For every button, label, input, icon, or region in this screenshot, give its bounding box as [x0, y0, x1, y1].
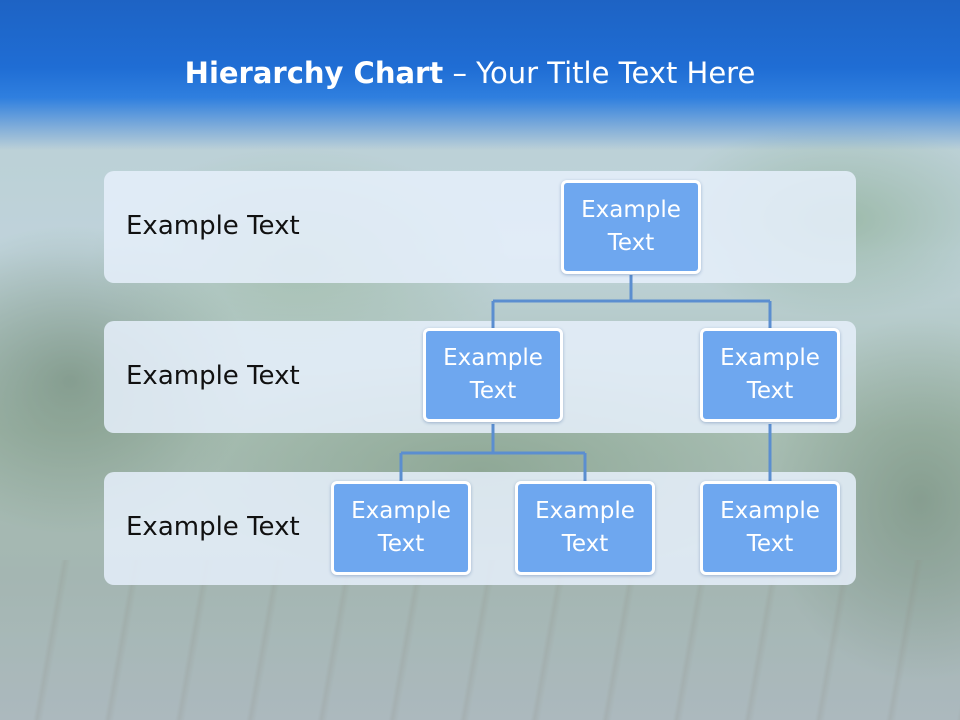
node-text-line2: Text [377, 531, 425, 557]
level-label-2: Example Text [126, 361, 300, 391]
level-band-1: Example Text [104, 171, 856, 283]
title-bold: Hierarchy Chart [184, 56, 444, 90]
connector-root-children [491, 275, 772, 328]
node-text-line1: Example [581, 197, 681, 223]
node-text-line2: Text [469, 378, 517, 404]
node-text-line1: Example [720, 345, 820, 371]
slide-title: Hierarchy Chart – Your Title Text Here [0, 56, 940, 90]
node-text-line2: Text [746, 531, 794, 557]
node-text-line2: Text [561, 531, 609, 557]
node-text-line1: Example [351, 498, 451, 524]
title-bar: Hierarchy Chart – Your Title Text Here [0, 0, 960, 150]
node-text-line1: Example [535, 498, 635, 524]
title-rest: – Your Title Text Here [443, 56, 756, 90]
vine-rows-texture [0, 560, 960, 720]
node-text-line1: Example [720, 498, 820, 524]
level-label-3: Example Text [126, 512, 300, 542]
node-text-line2: Text [607, 230, 655, 256]
connector-left-children [399, 424, 587, 481]
node-text-line1: Example [443, 345, 543, 371]
node-text-line2: Text [746, 378, 794, 404]
level-label-1: Example Text [126, 211, 300, 241]
